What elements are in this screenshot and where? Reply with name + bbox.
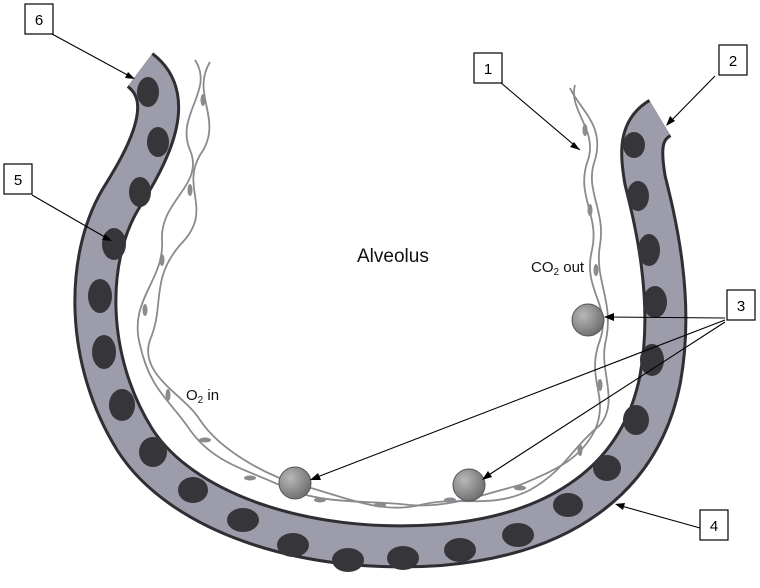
epithelial-nucleus [444,497,456,503]
leader-line-2 [667,75,716,125]
red-blood-cell [109,389,135,421]
red-blood-cell [102,228,126,260]
callout-4-number: 4 [710,518,718,535]
leader-lines [31,33,726,529]
epithelium-strand-inner [147,61,610,509]
red-blood-cell [643,286,667,318]
red-blood-cells [88,77,667,572]
o2-suffix: in [203,387,219,404]
epithelial-nucleus [165,389,171,401]
arrowhead-1 [570,142,580,150]
red-blood-cell [444,538,476,562]
red-blood-cell [553,493,583,517]
epithelial-nucleus [587,204,593,216]
callout-3-number: 3 [737,298,745,315]
epithelial-nucleus [187,184,193,196]
alveolar-epithelium [136,59,610,509]
arrowhead-3c [482,471,492,480]
epithelial-nucleus [314,497,326,503]
red-blood-cell [129,177,151,207]
red-blood-cell [139,437,167,467]
red-blood-cell [147,127,169,157]
alveolus-label: Alveolus [357,246,429,267]
epithelial-nucleus [577,444,583,456]
red-blood-cell [638,234,660,266]
callout-4: 4 [699,509,729,541]
particle [452,468,486,502]
callout-1: 1 [473,52,503,84]
callout-6-number: 6 [35,12,43,29]
leader-line-3c [483,321,726,479]
co2-subscript: 2 [554,267,560,278]
co2-prefix: CO [531,259,554,276]
leader-line-3b [311,319,726,480]
o2-prefix: O [186,387,198,404]
epithelial-nucleus [514,485,526,491]
particle [278,466,312,500]
red-blood-cell [623,132,645,158]
callout-6: 6 [24,3,54,35]
arrowhead-3b [310,473,321,480]
red-blood-cell [623,405,649,435]
leader-line-3a [604,316,726,319]
callout-3: 3 [726,289,756,321]
red-blood-cell [227,508,259,532]
red-blood-cell [502,523,534,547]
particle [571,303,605,337]
arrowhead-2 [666,116,675,126]
o2-in-label: O2 in [186,387,219,406]
leader-line-5 [31,194,111,241]
callout-2: 2 [718,44,748,76]
red-blood-cell [88,279,112,313]
arrowhead-5 [102,234,112,241]
epithelium-strand-outer [136,59,604,507]
co2-out-label: CO2 out [531,259,585,278]
red-blood-cell [277,533,309,557]
particles [278,303,605,502]
capillary-vessel [73,52,688,569]
leader-line-4 [617,504,701,529]
red-blood-cell [137,77,159,107]
arrowhead-3a [604,313,614,321]
callout-2-number: 2 [729,53,737,70]
red-blood-cell [178,477,208,503]
red-blood-cell [593,455,621,481]
epithelial-nucleus [159,254,165,266]
red-blood-cell [332,548,364,572]
epithelial-nucleus [199,437,211,443]
o2-subscript: 2 [198,395,204,406]
epithelial-nucleus [200,94,206,106]
epithelial-nucleus [582,124,588,136]
callout-1-number: 1 [484,61,492,78]
arrowhead-4 [615,503,625,510]
callout-5: 5 [3,163,33,195]
epithelial-nucleus [244,475,256,481]
co2-suffix: out [559,259,585,276]
capillary-lumen [76,54,685,566]
leader-line-6 [51,33,134,79]
red-blood-cell [387,546,419,570]
arrowhead-6 [125,72,135,79]
epithelial-nucleus [142,304,148,316]
red-blood-cell [640,344,664,376]
red-blood-cell [627,181,649,211]
epithelial-nucleus [593,264,599,276]
epithelial-nucleus [597,379,603,391]
red-blood-cell [92,335,116,369]
epithelial-nucleus [374,502,386,508]
callout-5-number: 5 [14,172,22,189]
leader-line-1 [499,81,581,151]
